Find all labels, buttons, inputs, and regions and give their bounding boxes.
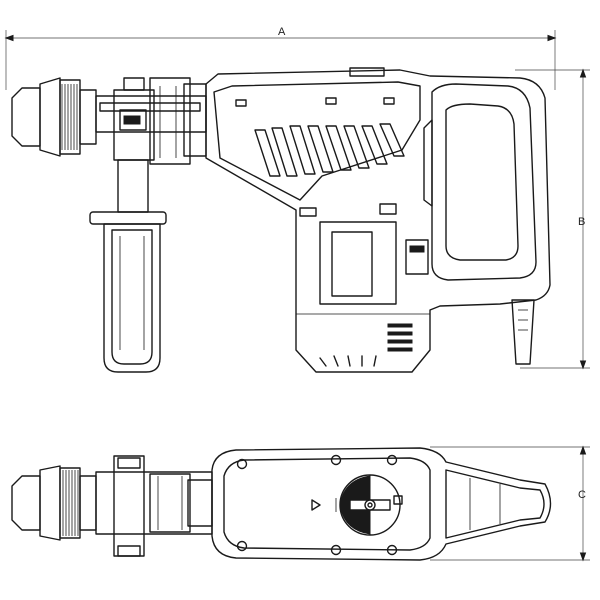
collar-top [95, 455, 213, 557]
dimension-c: C [430, 445, 590, 562]
side-handle [89, 159, 167, 373]
dimension-b: B [515, 68, 590, 370]
housing-side [205, 67, 551, 373]
dimension-a-label: A [278, 26, 286, 38]
collar-side [95, 77, 207, 165]
chuck-top [11, 465, 97, 541]
dimension-a: A [4, 26, 557, 90]
side-view [11, 67, 551, 373]
top-view [11, 447, 552, 561]
rear-handle-side [423, 83, 537, 365]
housing-top [211, 447, 552, 561]
chuck-side [11, 77, 97, 157]
dimension-b-label: B [578, 216, 585, 228]
dimension-c-label: C [578, 489, 586, 501]
